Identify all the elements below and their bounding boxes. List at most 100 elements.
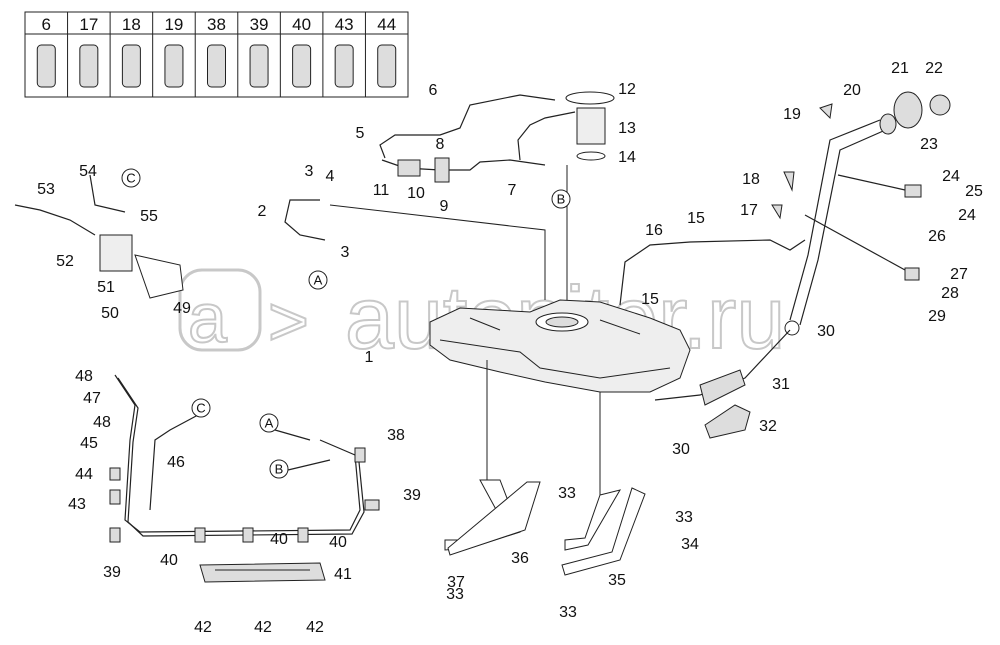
callout-24: 24 bbox=[958, 207, 976, 224]
callout-25: 25 bbox=[965, 183, 983, 200]
legend-part-icon bbox=[79, 44, 99, 88]
callout-8: 8 bbox=[436, 136, 445, 153]
callout-15: 15 bbox=[641, 291, 659, 308]
callout-40: 40 bbox=[329, 534, 347, 551]
callout-24: 24 bbox=[942, 168, 960, 185]
callout-5: 5 bbox=[356, 125, 365, 142]
callout-27: 27 bbox=[950, 266, 968, 283]
callout-37: 37 bbox=[447, 574, 465, 591]
callout-49: 49 bbox=[173, 300, 191, 317]
callout-42: 42 bbox=[306, 619, 324, 636]
callout-40: 40 bbox=[270, 531, 288, 548]
legend-part-icon bbox=[292, 44, 312, 88]
legend-part-icon bbox=[377, 44, 397, 88]
callout-54: 54 bbox=[79, 163, 97, 180]
callout-33: 33 bbox=[558, 485, 576, 502]
callout-55: 55 bbox=[140, 208, 158, 225]
legend-part-number: 18 bbox=[122, 15, 141, 34]
callout-30: 30 bbox=[672, 441, 690, 458]
callout-16: 16 bbox=[645, 222, 663, 239]
callout-43: 43 bbox=[68, 496, 86, 513]
legend-part-number: 39 bbox=[250, 15, 269, 34]
legend-part-number: 6 bbox=[42, 15, 51, 34]
callout-50: 50 bbox=[101, 305, 119, 322]
connector-circle bbox=[121, 168, 141, 188]
callout-26: 26 bbox=[928, 228, 946, 245]
callout-B: B bbox=[275, 461, 284, 476]
callout-12: 12 bbox=[618, 81, 636, 98]
callout-19: 19 bbox=[783, 106, 801, 123]
callout-B: B bbox=[557, 191, 566, 206]
svg-text:a: a bbox=[188, 279, 227, 357]
callout-33: 33 bbox=[675, 509, 693, 526]
callout-41: 41 bbox=[334, 566, 352, 583]
legend-part-number: 19 bbox=[164, 15, 183, 34]
filler-neck bbox=[771, 91, 951, 336]
callout-52: 52 bbox=[56, 253, 74, 270]
callout-48: 48 bbox=[75, 368, 93, 385]
callout-31: 31 bbox=[772, 376, 790, 393]
callout-35: 35 bbox=[608, 572, 626, 589]
connector-circle bbox=[191, 398, 211, 418]
callout-38: 38 bbox=[387, 427, 405, 444]
callout-11: 11 bbox=[373, 182, 390, 199]
fuel-tank bbox=[429, 299, 691, 393]
connector-circle bbox=[259, 413, 279, 433]
legend-part-icon bbox=[121, 44, 141, 88]
callout-30: 30 bbox=[817, 323, 835, 340]
callout-10: 10 bbox=[407, 185, 425, 202]
callout-14: 14 bbox=[618, 149, 636, 166]
callout-33: 33 bbox=[446, 586, 464, 603]
callout-18: 18 bbox=[742, 171, 760, 188]
connector-circle bbox=[308, 270, 328, 290]
callout-A: A bbox=[314, 272, 323, 287]
callout-34: 34 bbox=[681, 536, 699, 553]
callout-36: 36 bbox=[511, 550, 529, 567]
legend-part-icon bbox=[164, 44, 184, 88]
legend-part-icon bbox=[334, 44, 354, 88]
callout-4: 4 bbox=[326, 168, 335, 185]
callout-6: 6 bbox=[429, 82, 438, 99]
callout-C: C bbox=[126, 170, 135, 185]
callout-13: 13 bbox=[618, 120, 636, 137]
callout-46: 46 bbox=[167, 454, 185, 471]
callout-42: 42 bbox=[194, 619, 212, 636]
callout-21: 21 bbox=[891, 60, 909, 77]
callout-15: 15 bbox=[687, 210, 705, 227]
connector-circle bbox=[551, 189, 571, 209]
callout-2: 2 bbox=[258, 203, 267, 220]
callout-29: 29 bbox=[928, 308, 946, 325]
connector-circle bbox=[269, 459, 289, 479]
legend-part-icon bbox=[36, 44, 56, 88]
legend-part-number: 40 bbox=[292, 15, 311, 34]
callout-48: 48 bbox=[93, 414, 111, 431]
vapor-canister bbox=[14, 174, 184, 299]
filler-hoses bbox=[619, 239, 806, 439]
callout-42: 42 bbox=[254, 619, 272, 636]
callout-33: 33 bbox=[559, 604, 577, 621]
callout-39: 39 bbox=[403, 487, 421, 504]
callout-47: 47 bbox=[83, 390, 101, 407]
callout-40: 40 bbox=[160, 552, 178, 569]
callout-3: 3 bbox=[341, 244, 350, 261]
fuel-pump-module bbox=[565, 91, 615, 300]
vapor-lines bbox=[284, 94, 576, 300]
svg-text:>: > bbox=[268, 282, 309, 360]
tank-straps bbox=[444, 360, 646, 576]
legend-part-icon bbox=[249, 44, 269, 88]
callout-51: 51 bbox=[97, 279, 115, 296]
callout-53: 53 bbox=[37, 181, 55, 198]
callout-A: A bbox=[265, 415, 274, 430]
callout-28: 28 bbox=[941, 285, 959, 302]
callout-45: 45 bbox=[80, 435, 98, 452]
legend-part-number: 17 bbox=[79, 15, 98, 34]
callout-C: C bbox=[196, 400, 205, 415]
callout-1: 1 bbox=[365, 349, 374, 366]
callout-3: 3 bbox=[305, 163, 314, 180]
underbody-lines bbox=[109, 374, 380, 583]
callout-17: 17 bbox=[740, 202, 758, 219]
